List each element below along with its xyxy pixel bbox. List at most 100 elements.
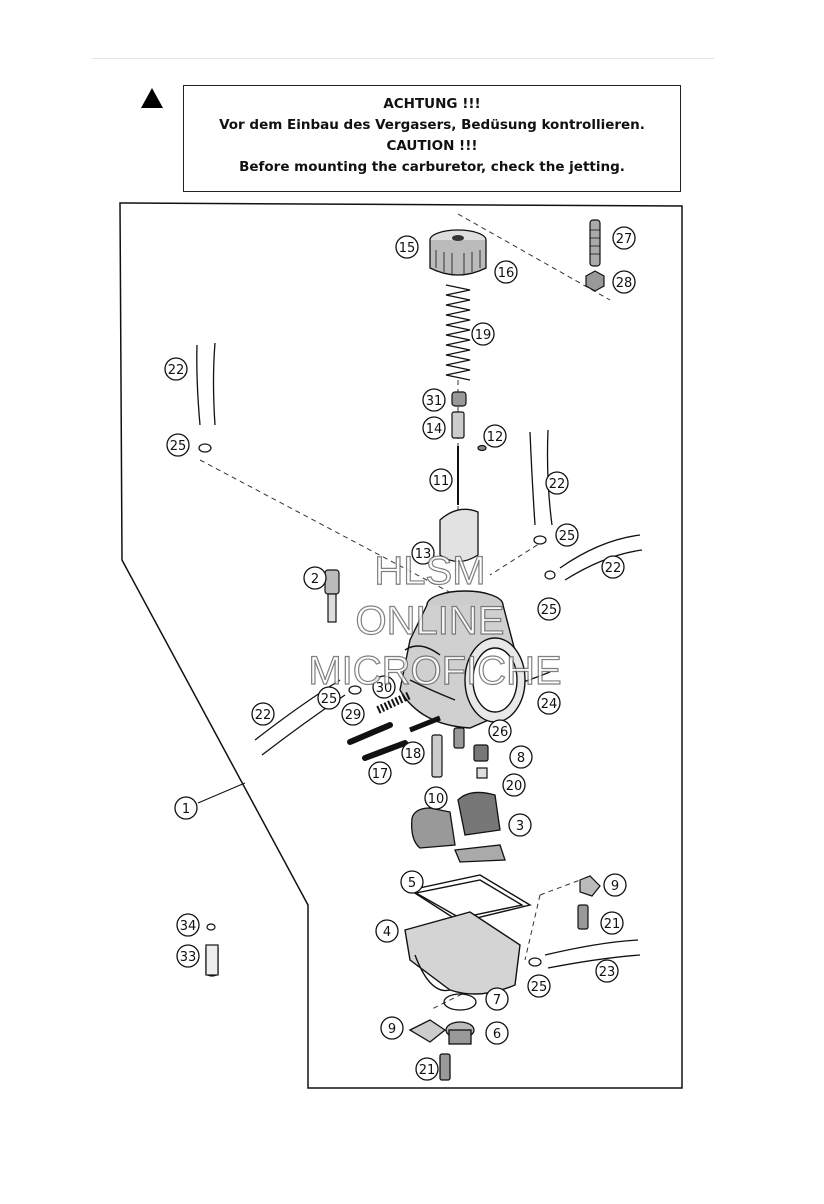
- callout-label: 31: [426, 394, 443, 409]
- callout-31: 31: [422, 388, 446, 412]
- callout-17: 17: [368, 761, 392, 785]
- callout-26: 26: [488, 719, 512, 743]
- callout-label: 15: [399, 241, 416, 256]
- callout-19: 19: [471, 322, 495, 346]
- callout-label: 14: [426, 422, 443, 437]
- callout-16: 16: [494, 260, 518, 284]
- watermark: HLSM ONLINE MICROFICHE: [308, 548, 563, 693]
- callout-label: 30: [376, 681, 393, 696]
- callout-label: 20: [506, 779, 523, 794]
- callout-11: 11: [429, 468, 453, 492]
- callout-14: 14: [422, 416, 446, 440]
- callout-30: 30: [372, 675, 396, 699]
- adjust-screws: [347, 691, 441, 761]
- callout-label: 25: [321, 692, 338, 707]
- callout-label: 29: [345, 708, 362, 723]
- callout-label: 19: [475, 328, 492, 343]
- callout-22-c: 22: [601, 555, 625, 579]
- watermark-line-2: ONLINE: [356, 599, 505, 643]
- caution-line-german-title: ACHTUNG !!!: [383, 96, 481, 112]
- callout-label: 25: [559, 529, 576, 544]
- callout-4: 4: [375, 919, 399, 943]
- callout-label: 2: [311, 572, 319, 587]
- callout-label: 12: [487, 430, 504, 445]
- throttle-spring: [445, 284, 471, 381]
- callout-24: 24: [537, 691, 561, 715]
- throttle-slide: [439, 508, 479, 563]
- caution-line-english-text: Before mounting the carburetor, check th…: [239, 159, 625, 175]
- callout-25-c: 25: [537, 597, 561, 621]
- callout-22-a: 22: [164, 357, 188, 381]
- callout-label: 22: [605, 561, 622, 576]
- callout-5: 5: [400, 870, 424, 894]
- idle-air-screw: [324, 569, 340, 623]
- callout-label: 25: [531, 980, 548, 995]
- callout-label: 28: [616, 276, 633, 291]
- page-top-rule: [92, 58, 714, 59]
- callout-label: 21: [604, 917, 621, 932]
- bracket-upper: [577, 875, 601, 930]
- watermark-line-1: HLSM: [374, 549, 485, 593]
- callout-label: 9: [611, 879, 619, 894]
- vent-hoses: [196, 342, 643, 977]
- callout-34: 34: [176, 913, 200, 937]
- float-bowl: [404, 874, 532, 995]
- callout-label: 21: [419, 1063, 436, 1078]
- callout-label: 34: [180, 919, 197, 934]
- callout-label: 23: [599, 965, 616, 980]
- callout-33: 33: [176, 944, 200, 968]
- callout-25-a: 25: [166, 433, 190, 457]
- callout-label: 27: [616, 232, 633, 247]
- callout-label: 24: [541, 697, 558, 712]
- callout-9-lower: 9: [380, 1016, 404, 1040]
- callout-15: 15: [395, 235, 419, 259]
- callout-25-e: 25: [527, 974, 551, 998]
- callout-13: 13: [411, 541, 435, 565]
- float: [411, 791, 506, 863]
- callout-21-upper: 21: [600, 911, 624, 935]
- callout-label: 22: [168, 363, 185, 378]
- callout-28: 28: [612, 270, 636, 294]
- caution-line-english-title: CAUTION !!!: [386, 138, 478, 154]
- callout-label: 18: [405, 747, 422, 762]
- carburetor-cap: [429, 229, 487, 276]
- callout-label: 22: [255, 708, 272, 723]
- callouts: 1 2 3 4 5 6 7 8 9 9 10 11 12 13 14 15 16…: [164, 226, 636, 1081]
- carburetor-body: [399, 590, 526, 729]
- callout-18: 18: [401, 741, 425, 765]
- callout-6: 6: [485, 1021, 509, 1045]
- callout-20: 20: [502, 773, 526, 797]
- needle-parts: [451, 391, 487, 505]
- callout-22-d: 22: [251, 702, 275, 726]
- hose-clamps: [198, 443, 556, 967]
- callout-label: 10: [428, 792, 445, 807]
- caution-line-german-text: Vor dem Einbau des Vergasers, Bedüsung k…: [219, 117, 645, 133]
- callout-label: 6: [493, 1027, 501, 1042]
- callout-label: 26: [492, 725, 509, 740]
- callout-10: 10: [424, 786, 448, 810]
- callout-9-upper: 9: [603, 873, 627, 897]
- callout-25-b: 25: [555, 523, 579, 547]
- drain-parts: [408, 993, 477, 1081]
- callout-label: 4: [383, 925, 391, 940]
- callout-label: 9: [388, 1022, 396, 1037]
- callout-label: 8: [517, 751, 525, 766]
- warning-triangle-icon: [141, 88, 163, 108]
- watermark-line-3: MICROFICHE: [308, 649, 561, 693]
- callout-label: 16: [498, 266, 515, 281]
- tube-33: [205, 944, 219, 976]
- callout-21-lower: 21: [415, 1057, 439, 1081]
- adjuster-screw: [585, 219, 605, 292]
- callout-3: 3: [508, 813, 532, 837]
- callout-22-b: 22: [545, 471, 569, 495]
- callout-label: 25: [170, 439, 187, 454]
- alignment-lines: [199, 213, 611, 1011]
- callout-label: 3: [516, 819, 524, 834]
- callout-label: 5: [408, 876, 416, 891]
- callout-27: 27: [612, 226, 636, 250]
- callout-23: 23: [595, 959, 619, 983]
- callout-label: 25: [541, 603, 558, 618]
- callout-label: 1: [182, 802, 190, 817]
- callout-label: 11: [433, 474, 450, 489]
